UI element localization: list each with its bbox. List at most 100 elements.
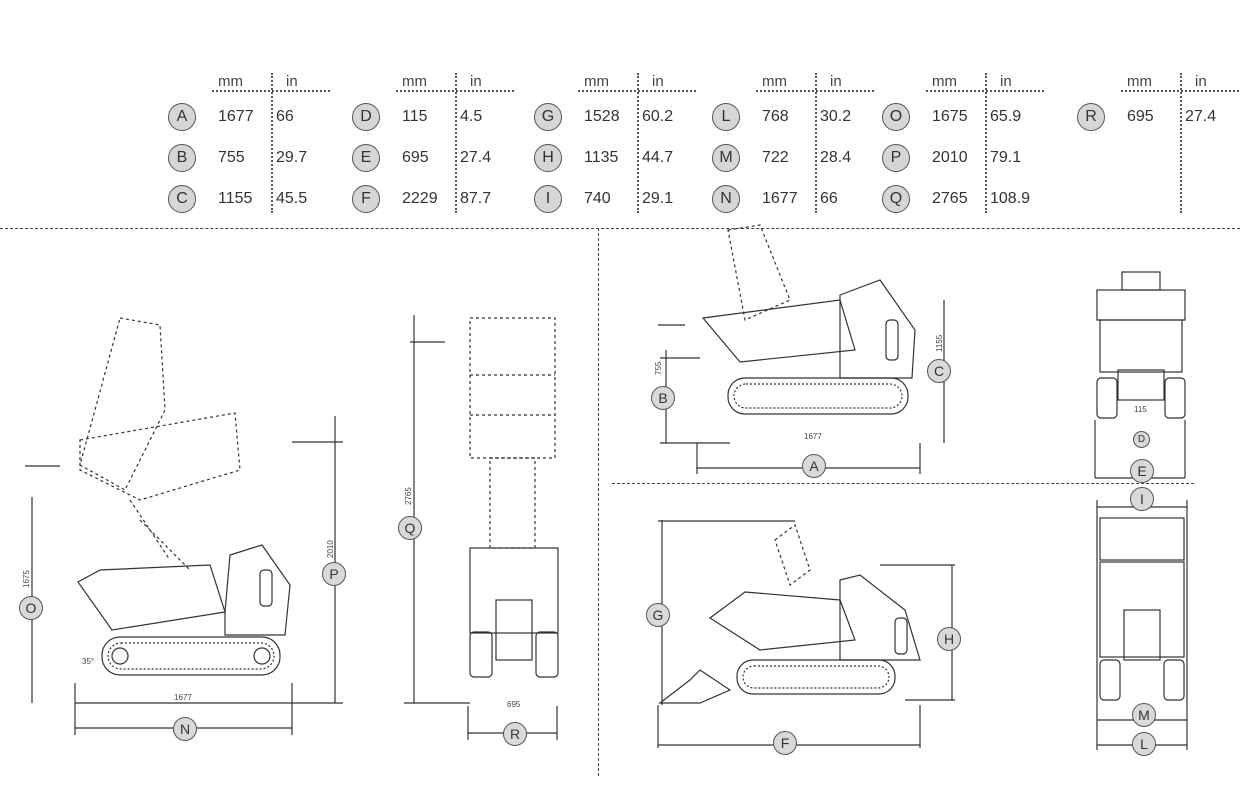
dimension-in-value: 28.4 <box>820 149 852 166</box>
column-separator <box>455 73 457 213</box>
dimension-letter-badge: Q <box>882 185 910 213</box>
drawing-label-O: O <box>19 596 43 620</box>
column-separator <box>815 73 817 213</box>
dimension-in-value: 65.9 <box>990 108 1022 125</box>
dimension-in-value: 66 <box>820 190 838 207</box>
dimension-in-value: 29.1 <box>642 190 674 207</box>
dim-text-1677-right: 1677 <box>804 432 822 441</box>
dimension-in-value: 66 <box>276 108 294 125</box>
dim-text-755: 755 <box>654 361 663 375</box>
dim-text-35-deg: 35° <box>82 657 95 666</box>
drawing-label-F: F <box>773 731 797 755</box>
dimension-mm-value: 1677 <box>762 190 798 207</box>
dimension-letter-badge: E <box>352 144 380 172</box>
dimension-letter-badge: A <box>168 103 196 131</box>
header-mm: mm <box>1127 73 1152 90</box>
divider-vertical <box>598 228 599 776</box>
dim-text-1675: 1675 <box>22 570 31 588</box>
dimension-letter-badge: B <box>168 144 196 172</box>
dimension-mm-value: 768 <box>762 108 789 125</box>
dim-text-695: 695 <box>507 700 521 709</box>
drawing-label-R: R <box>503 722 527 746</box>
dimension-letter-badge: F <box>352 185 380 213</box>
header-in: in <box>1195 73 1207 90</box>
header-mm: mm <box>218 73 243 90</box>
dimension-in-value: 60.2 <box>642 108 674 125</box>
drawing-label-P: P <box>322 562 346 586</box>
dimension-mm-value: 695 <box>1127 108 1154 125</box>
dimension-in-value: 27.4 <box>460 149 492 166</box>
column-separator <box>637 73 639 213</box>
divider-top <box>0 228 1240 229</box>
dimension-in-value: 87.7 <box>460 190 492 207</box>
drawing-label-G: G <box>646 603 670 627</box>
dimension-letter-badge: H <box>534 144 562 172</box>
drawing-label-Q: Q <box>398 516 422 540</box>
drawing-label-L: L <box>1132 732 1156 756</box>
drawing-label-E: E <box>1130 459 1154 483</box>
dimension-row: M 722 28.4 <box>712 144 877 174</box>
dimension-in-value: 79.1 <box>990 149 1022 166</box>
header-in: in <box>830 73 842 90</box>
dim-text-2010: 2010 <box>326 540 335 558</box>
drawing-label-N: N <box>173 717 197 741</box>
dimension-row: A 1677 66 <box>168 103 333 133</box>
dimension-row: O 1675 65.9 <box>882 103 1047 133</box>
dimension-letter-badge: G <box>534 103 562 131</box>
dimension-mm-value: 755 <box>218 149 245 166</box>
dim-text-115: 115 <box>1134 405 1147 414</box>
dimension-in-value: 108.9 <box>990 190 1031 207</box>
side-view-raised <box>25 317 343 735</box>
dimension-mm-value: 1528 <box>584 108 620 125</box>
dimension-letter-badge: M <box>712 144 740 172</box>
dim-text-2765: 2765 <box>404 487 413 505</box>
header-in: in <box>652 73 664 90</box>
dimension-letter-badge: D <box>352 103 380 131</box>
dimension-row: B 755 29.7 <box>168 144 333 174</box>
dimension-row: I 740 29.1 <box>534 185 699 215</box>
dimension-mm-value: 1677 <box>218 108 254 125</box>
dimension-letter-badge: P <box>882 144 910 172</box>
header-mm: mm <box>932 73 957 90</box>
column-separator <box>985 73 987 213</box>
dimension-mm-value: 2765 <box>932 190 968 207</box>
dimension-in-value: 29.7 <box>276 149 308 166</box>
dimension-mm-value: 1135 <box>584 149 619 166</box>
header-in: in <box>1000 73 1012 90</box>
header-mm: mm <box>584 73 609 90</box>
dimension-in-value: 30.2 <box>820 108 852 125</box>
dimension-row: G 1528 60.2 <box>534 103 699 133</box>
dimension-letter-badge: L <box>712 103 740 131</box>
drawing-label-M: M <box>1132 703 1156 727</box>
dimension-mm-value: 1675 <box>932 108 968 125</box>
column-separator <box>1180 73 1182 213</box>
dimension-mm-value: 2229 <box>402 190 438 207</box>
dimension-letter-badge: R <box>1077 103 1105 131</box>
drawing-label-B: B <box>651 386 675 410</box>
dimension-letter-badge: C <box>168 185 196 213</box>
dimension-mm-value: 1155 <box>218 190 253 207</box>
header-in: in <box>286 73 298 90</box>
side-view-bottom-right <box>657 520 955 748</box>
dimension-letter-badge: O <box>882 103 910 131</box>
dimension-mm-value: 740 <box>584 190 611 207</box>
column-separator <box>271 73 273 213</box>
header-in: in <box>470 73 482 90</box>
divider-right-middle <box>612 483 1194 484</box>
dimension-row: C 1155 45.5 <box>168 185 333 215</box>
drawing-label-H: H <box>937 627 961 651</box>
dimension-mm-value: 722 <box>762 149 789 166</box>
dimension-row: L 768 30.2 <box>712 103 877 133</box>
dimension-in-value: 45.5 <box>276 190 308 207</box>
dimension-letter-badge: I <box>534 185 562 213</box>
rear-view-raised <box>404 315 559 740</box>
